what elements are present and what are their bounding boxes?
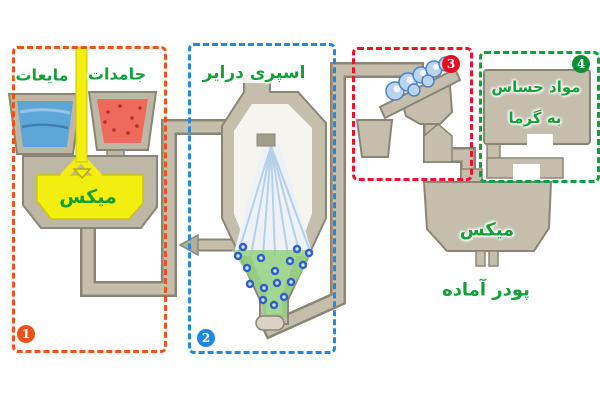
agitator-tip-icon xyxy=(72,168,92,180)
mixer-label: میکس xyxy=(59,186,117,208)
spray-dryer-label: اسپری درایر xyxy=(198,63,310,83)
stage1-number-badge: 1 xyxy=(17,325,35,343)
final-mix-tank xyxy=(422,168,553,267)
liquids-label: مایعات xyxy=(15,65,69,85)
stage4-number-badge: 4 xyxy=(572,55,590,73)
final-mix-label: میکس xyxy=(459,219,515,241)
solids-hopper xyxy=(87,91,158,162)
solids-label: جامدات xyxy=(87,64,147,84)
spray-dryer-chamber xyxy=(221,75,327,331)
cone-outlet-cap xyxy=(255,315,285,331)
liquid-hopper xyxy=(7,93,83,163)
ready-powder-label: پودر آماده xyxy=(442,279,530,301)
powder-particles xyxy=(233,242,314,310)
stage2-number-badge: 2 xyxy=(197,329,215,347)
powder-transfer-pipe xyxy=(260,62,424,340)
additive-doser xyxy=(483,69,591,179)
heat-sensitive-label-line1: مواد حساس xyxy=(491,78,581,96)
sample-cup xyxy=(355,119,394,158)
spray-streaks xyxy=(237,145,311,257)
funnel-foot xyxy=(423,123,453,163)
air-outlet-arrow-icon xyxy=(178,233,237,257)
mixer-vessel xyxy=(22,46,158,229)
atomizer-nozzle xyxy=(256,133,276,147)
heat-sensitive-label-line2: به گرما xyxy=(508,109,562,127)
stage3-number-badge: 3 xyxy=(442,55,460,73)
